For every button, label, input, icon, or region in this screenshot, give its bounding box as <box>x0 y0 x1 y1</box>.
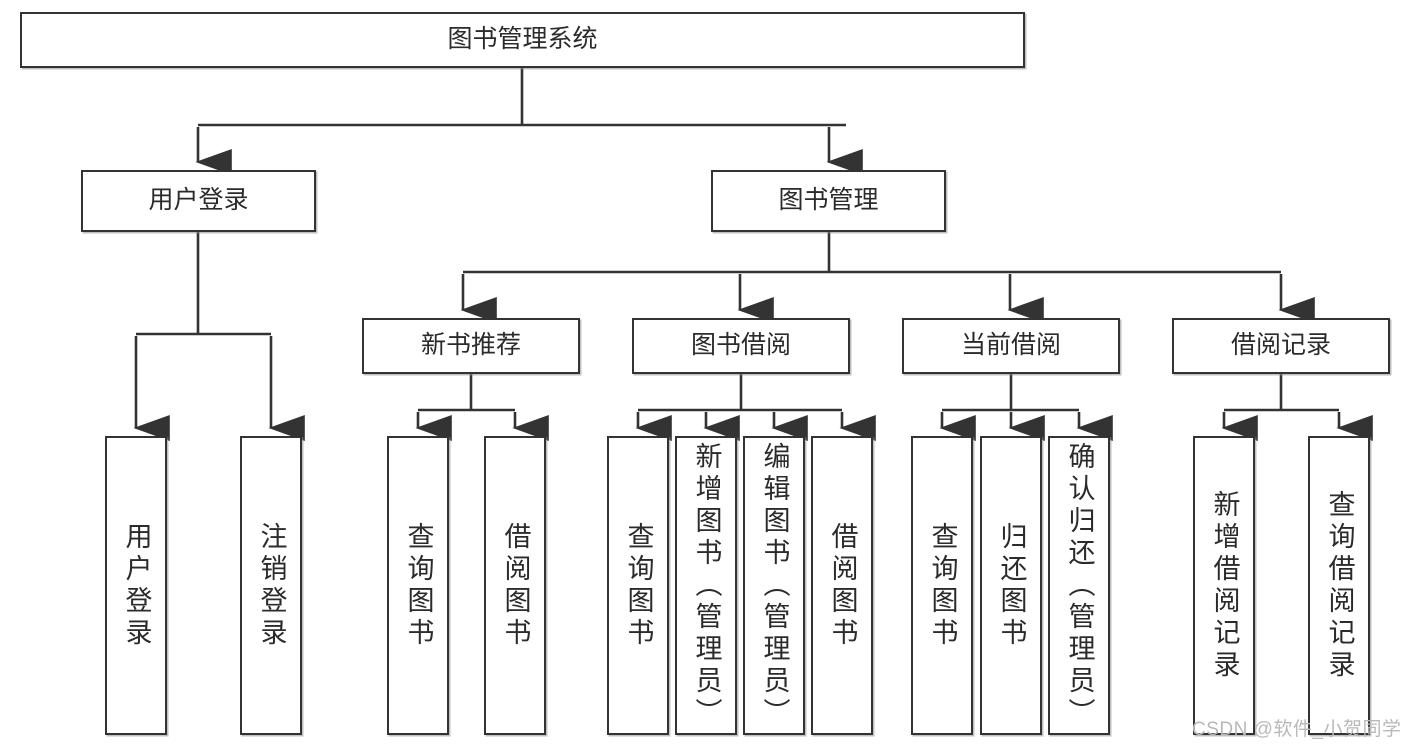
leaf-borrow-add-book-admin[interactable]: 新增图书（管理员） <box>675 436 737 735</box>
node-label: 借阅图书 <box>500 521 531 650</box>
node-label: 新增借阅记录 <box>1209 489 1240 682</box>
node-label: 注销登录 <box>256 521 287 650</box>
node-label: 归还图书 <box>996 521 1027 650</box>
node-book-management[interactable]: 图书管理 <box>711 170 946 232</box>
leaf-record-query-record[interactable]: 查询借阅记录 <box>1308 436 1370 735</box>
node-label: 确认归还（管理员） <box>1064 441 1095 730</box>
leaf-borrow-edit-book-admin[interactable]: 编辑图书（管理员） <box>743 436 805 735</box>
leaf-user-login-login[interactable]: 用户登录 <box>105 436 167 735</box>
node-label: 图书管理系统 <box>447 25 598 54</box>
node-label: 当前借阅 <box>960 331 1061 360</box>
node-label: 借阅记录 <box>1230 331 1331 360</box>
leaf-current-return-book[interactable]: 归还图书 <box>980 436 1042 735</box>
node-label: 图书管理 <box>778 186 879 215</box>
node-new-book-recommend[interactable]: 新书推荐 <box>362 318 580 374</box>
node-label: 用户登录 <box>121 521 152 650</box>
node-label: 编辑图书（管理员） <box>759 441 790 730</box>
leaf-current-confirm-return-admin[interactable]: 确认归还（管理员） <box>1048 436 1110 735</box>
node-label: 图书借阅 <box>690 331 791 360</box>
leaf-user-login-logout[interactable]: 注销登录 <box>240 436 302 735</box>
node-label: 查询图书 <box>927 521 958 650</box>
node-label: 查询图书 <box>403 521 434 650</box>
leaf-current-query-book[interactable]: 查询图书 <box>911 436 973 735</box>
leaf-record-add-record[interactable]: 新增借阅记录 <box>1193 436 1255 735</box>
leaf-new-book-query-book[interactable]: 查询图书 <box>387 436 449 735</box>
leaf-new-book-borrow-book[interactable]: 借阅图书 <box>484 436 546 735</box>
node-book-borrow[interactable]: 图书借阅 <box>632 318 850 374</box>
node-label: 新书推荐 <box>420 331 521 360</box>
node-label: 新增图书（管理员） <box>691 441 722 730</box>
node-label: 借阅图书 <box>827 521 858 650</box>
node-user-login[interactable]: 用户登录 <box>81 170 316 232</box>
leaf-borrow-borrow-book[interactable]: 借阅图书 <box>811 436 873 735</box>
node-label: 查询借阅记录 <box>1324 489 1355 682</box>
node-borrow-record[interactable]: 借阅记录 <box>1172 318 1390 374</box>
leaf-borrow-query-book[interactable]: 查询图书 <box>607 436 669 735</box>
node-current-borrow[interactable]: 当前借阅 <box>902 318 1120 374</box>
node-label: 用户登录 <box>148 186 249 215</box>
node-book-management-system[interactable]: 图书管理系统 <box>20 12 1025 68</box>
node-label: 查询图书 <box>623 521 654 650</box>
